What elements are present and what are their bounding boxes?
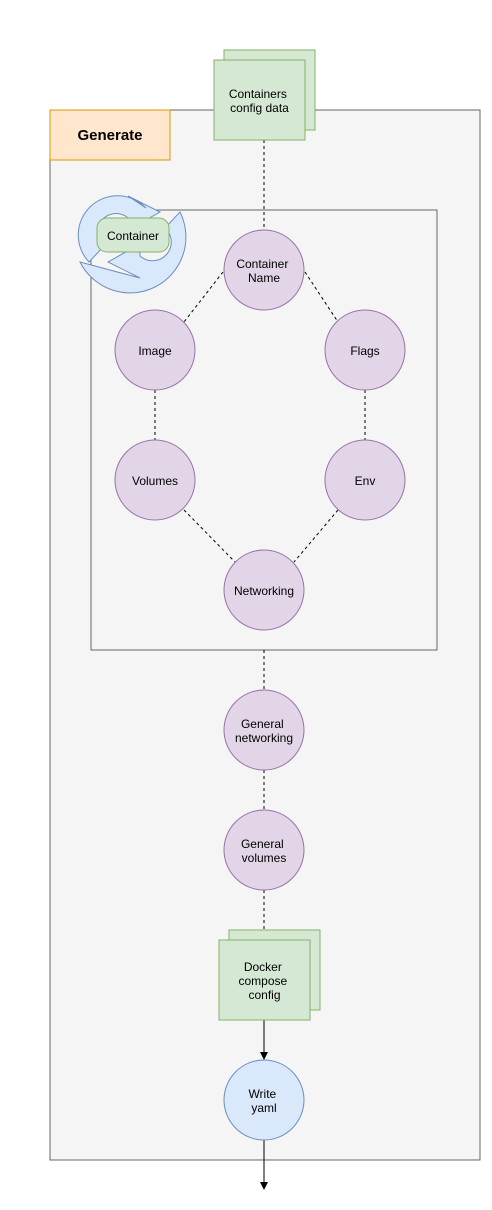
general-networking-line-1: General xyxy=(241,717,284,731)
general-volumes-line-2: volumes xyxy=(242,851,287,865)
generate-label: Generate xyxy=(77,127,142,144)
volumes-label: Volumes xyxy=(132,474,178,488)
edge-volumes-to-networking xyxy=(183,509,236,563)
containers-config-label: Containers config data xyxy=(229,87,290,115)
edge-env-to-networking xyxy=(293,509,339,563)
general-networking-line-2: networking xyxy=(235,731,293,745)
networking-label: Networking xyxy=(234,584,294,598)
circle-flags: Flags xyxy=(324,309,406,391)
container-name-line-2: Name xyxy=(248,271,280,285)
compose-config-label: Docker compose config xyxy=(238,960,290,1002)
compose-config-line-3: config xyxy=(248,988,280,1002)
container-label-box xyxy=(96,217,170,253)
circle-networking: Networking xyxy=(223,549,305,631)
env-label: Env xyxy=(355,474,376,488)
circle-volumes: Volumes xyxy=(114,439,196,521)
general-networking-label: General networking xyxy=(235,717,293,745)
containers-config-line-1: Containers xyxy=(229,87,287,101)
compose-config-front-sheet xyxy=(218,939,311,1021)
connectors xyxy=(154,140,366,940)
docker-compose-config-node: Docker compose config xyxy=(218,929,321,1021)
containers-config-line-2: config data xyxy=(230,101,289,115)
edge-container-name-to-image xyxy=(183,271,224,323)
container-name-line-1: Container xyxy=(236,257,288,271)
container-group-title: Container xyxy=(77,195,187,294)
circle-write-yaml: Write yaml xyxy=(223,1059,305,1141)
write-yaml-line-2: yaml xyxy=(251,1101,276,1115)
generate-label-box xyxy=(49,109,171,161)
container-name-label: Container Name xyxy=(236,257,291,285)
containers-config-front-sheet xyxy=(213,59,306,141)
circle-general-networking: General networking xyxy=(223,689,305,771)
general-volumes-line-1: General xyxy=(241,837,284,851)
general-volumes-label: General volumes xyxy=(241,837,287,865)
write-yaml-line-1: Write xyxy=(248,1087,276,1101)
container-group-label: Container xyxy=(107,229,159,243)
flags-label: Flags xyxy=(350,344,379,358)
compose-config-line-1: Docker xyxy=(244,960,282,974)
edge-container-name-to-flags xyxy=(304,271,339,323)
circle-env: Env xyxy=(324,439,406,521)
compose-config-line-2: compose xyxy=(238,974,287,988)
circle-general-volumes: General volumes xyxy=(223,809,305,891)
image-label: Image xyxy=(138,344,172,358)
containers-config-data-node: Containers config data xyxy=(213,49,316,141)
circle-container-name: Container Name xyxy=(223,229,305,311)
circle-image: Image xyxy=(114,309,196,391)
write-yaml-label: Write yaml xyxy=(248,1087,279,1115)
